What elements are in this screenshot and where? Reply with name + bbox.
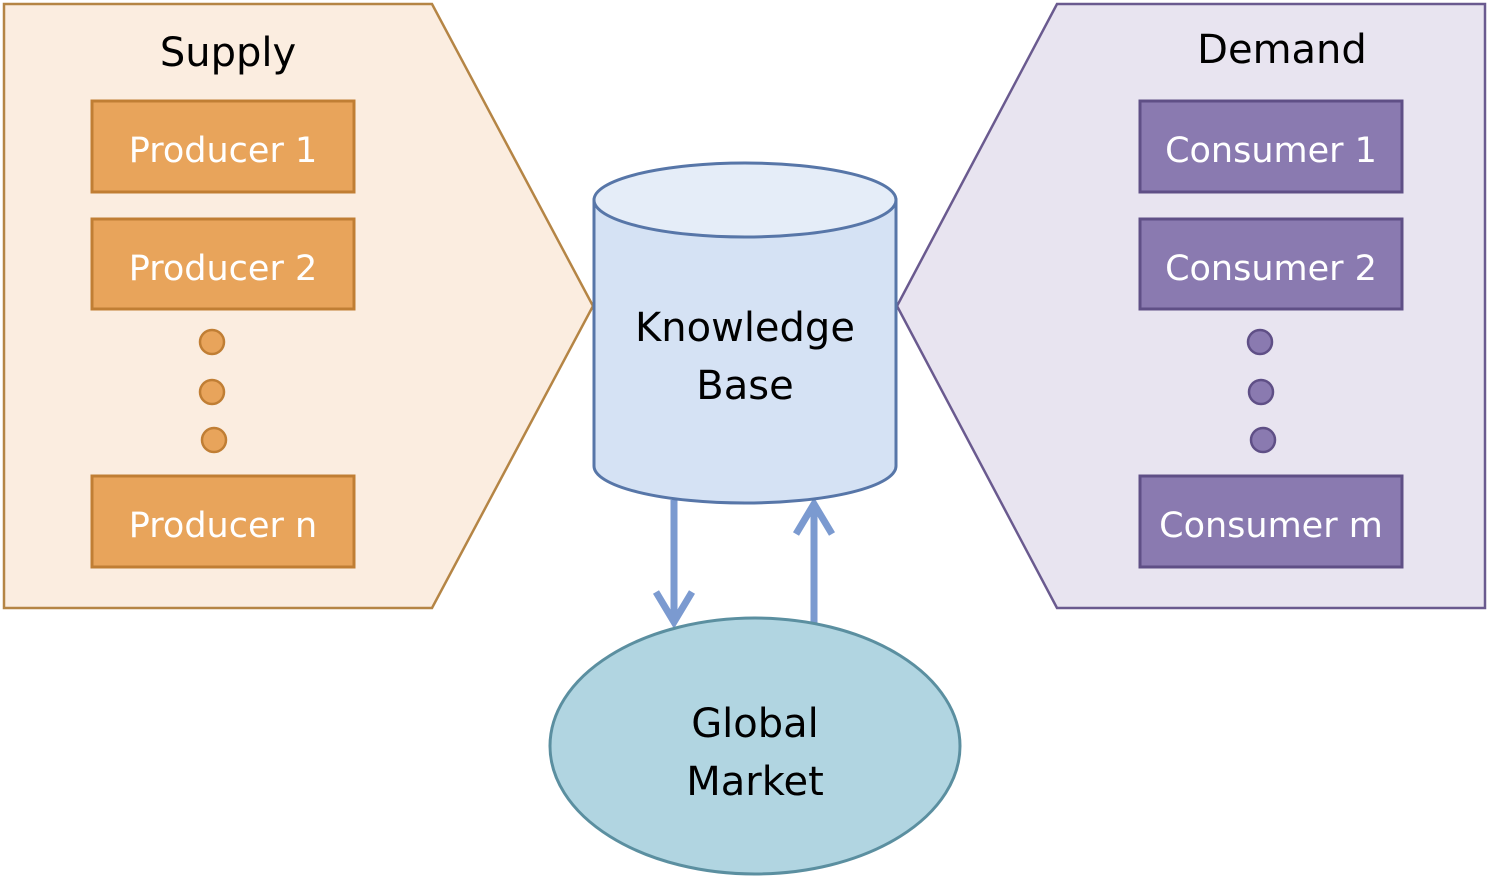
producer-box-n: Producer n: [90, 474, 356, 569]
producer-label-1: Producer 1: [129, 131, 317, 171]
demand-title: Demand: [1197, 27, 1367, 73]
knowledge-base-cylinder: Knowledge Base: [592, 161, 898, 505]
knowledge-base-label-line2: Base: [696, 363, 793, 409]
ellipsis-dot: [1249, 426, 1277, 454]
producer-box-2-shape: [90, 217, 356, 311]
knowledge-base-body: [592, 198, 898, 505]
producer-box-1: Producer 1: [90, 99, 356, 194]
knowledge-base-top: [592, 161, 898, 239]
consumer-box-2-shape: [1138, 217, 1404, 311]
arrow-up-head: [792, 497, 836, 536]
producer-box-n-shape: [90, 474, 356, 569]
producer-label-n: Producer n: [129, 506, 317, 546]
ellipsis-dot: [1247, 378, 1275, 406]
global-market-label-line2: Market: [686, 759, 824, 805]
ellipsis-dot: [1246, 328, 1274, 356]
producer-box-2: Producer 2: [90, 217, 356, 311]
consumer-label-2: Consumer 2: [1165, 249, 1377, 289]
ellipsis-dot: [200, 426, 228, 454]
global-market-ellipse: Global Market: [548, 616, 962, 876]
market-to-kb-arrow: [792, 497, 836, 626]
global-market-label-line1: Global: [691, 701, 819, 747]
arrow-down-head: [652, 590, 696, 629]
supply-title: Supply: [160, 30, 296, 76]
knowledge-base-label-line1: Knowledge: [635, 305, 855, 351]
consumer-label-m: Consumer m: [1159, 506, 1383, 546]
consumer-box-1: Consumer 1: [1138, 99, 1404, 194]
global-market-shape: [548, 616, 962, 876]
consumer-box-m: Consumer m: [1138, 474, 1404, 569]
supply-panel: Supply Producer 1 Producer 2 Producer n: [2, 2, 595, 610]
ellipsis-dot: [198, 328, 226, 356]
ellipsis-dot: [198, 378, 226, 406]
consumer-label-1: Consumer 1: [1165, 131, 1377, 171]
producer-box-1-shape: [90, 99, 356, 194]
demand-panel: Demand Consumer 1 Consumer 2 Consumer m: [895, 2, 1487, 610]
producer-label-2: Producer 2: [129, 249, 317, 289]
consumer-box-m-shape: [1138, 474, 1404, 569]
kb-to-market-arrow: [652, 500, 696, 629]
consumer-box-2: Consumer 2: [1138, 217, 1404, 311]
consumer-box-1-shape: [1138, 99, 1404, 194]
